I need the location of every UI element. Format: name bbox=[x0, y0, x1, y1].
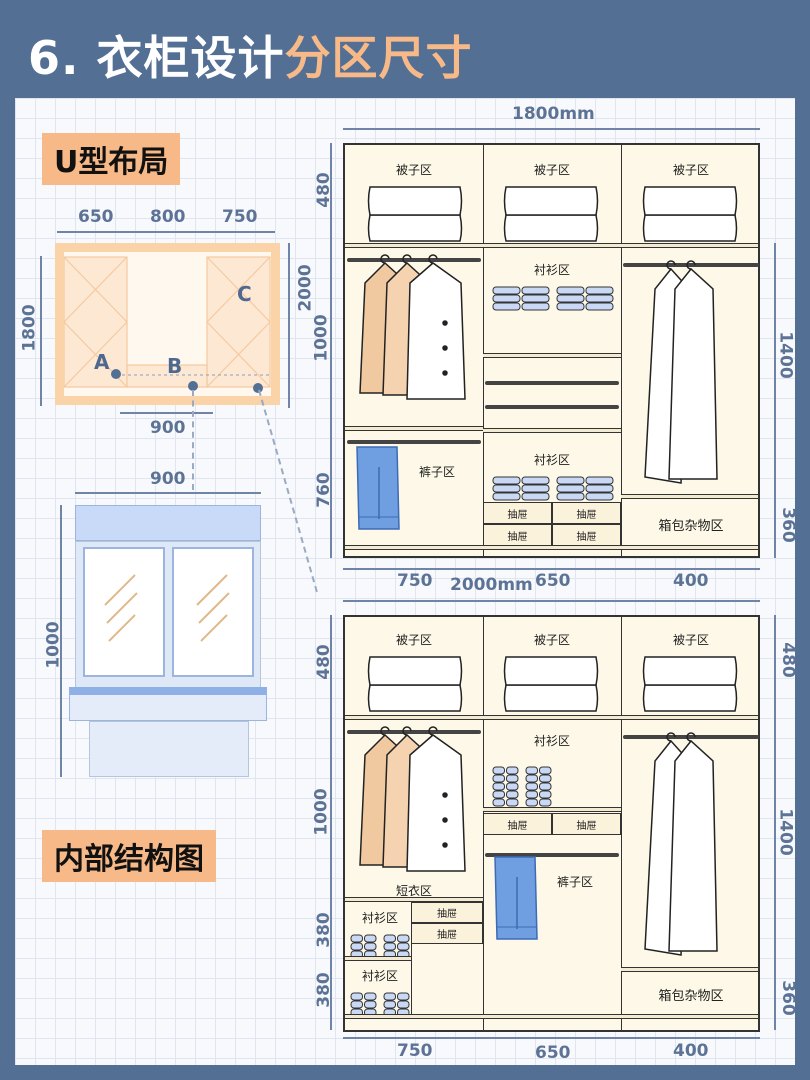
label-quilt: 被子区 bbox=[533, 163, 571, 177]
u-plan-drawing bbox=[64, 256, 271, 393]
w1-dim-480: 480 bbox=[313, 172, 334, 208]
dim-line bbox=[57, 231, 275, 233]
structure-tag: 内部结构图 bbox=[42, 830, 216, 882]
dim-line bbox=[40, 256, 42, 406]
dim-line bbox=[343, 1037, 760, 1039]
dim-line bbox=[774, 243, 776, 558]
dim-line bbox=[288, 243, 290, 408]
w1-dim-360: 360 bbox=[777, 507, 798, 543]
w1-width-dim: 1800mm bbox=[512, 104, 595, 124]
dim-line bbox=[774, 615, 776, 1030]
quilt-icon bbox=[367, 185, 463, 247]
long-coat-icon bbox=[641, 257, 731, 493]
drawer: 抽屉 bbox=[483, 502, 552, 524]
label-shirt: 衬衫区 bbox=[533, 263, 571, 277]
label-pants: 裤子区 bbox=[556, 875, 594, 889]
dim-line bbox=[343, 128, 760, 130]
w2-dim-480: 480 bbox=[777, 642, 798, 678]
window-width-dim: 900 bbox=[150, 469, 186, 489]
w1-total-dim: 2000mm bbox=[450, 575, 533, 595]
w2-col-750: 750 bbox=[397, 1041, 433, 1061]
dim-line bbox=[120, 412, 213, 414]
shirts-icon bbox=[491, 765, 615, 813]
label-shirt: 衬衫区 bbox=[533, 453, 571, 467]
dim-750: 750 bbox=[222, 207, 258, 227]
connector bbox=[192, 390, 194, 490]
pants-icon bbox=[491, 855, 541, 945]
window-drawing bbox=[69, 505, 267, 777]
shirts-icon bbox=[491, 475, 615, 507]
point-b: B bbox=[167, 354, 183, 378]
w1-col-650: 650 bbox=[535, 571, 571, 591]
label-bags: 箱包杂物区 bbox=[658, 989, 724, 1004]
label-quilt: 被子区 bbox=[395, 163, 433, 177]
shirts-icon bbox=[491, 285, 615, 317]
drawer: 抽屉 bbox=[552, 524, 621, 546]
w2-col-650: 650 bbox=[535, 1043, 571, 1063]
dim-800: 800 bbox=[150, 207, 186, 227]
w1-col-750: 750 bbox=[397, 571, 433, 591]
dim-650: 650 bbox=[78, 207, 114, 227]
wardrobe-1: 被子区 被子区 被子区 裤子区 衬衫区 衬衫区 抽屉 抽屉 抽屉 抽屉 箱包杂物… bbox=[343, 143, 760, 558]
w2-dim-1000: 1000 bbox=[311, 788, 332, 836]
dim-line bbox=[343, 568, 760, 570]
point-a: A bbox=[94, 350, 110, 374]
quilt-icon bbox=[503, 185, 599, 247]
quilt-icon bbox=[367, 655, 463, 717]
dim-line bbox=[75, 492, 261, 494]
dim-line bbox=[330, 143, 332, 558]
w2-col-400: 400 bbox=[673, 1041, 709, 1061]
w2-dim-380: 380 bbox=[313, 912, 334, 948]
drawer: 抽屉 bbox=[552, 813, 621, 835]
point-c: C bbox=[237, 282, 252, 306]
label-shirt: 衬衫区 bbox=[533, 734, 571, 748]
w1-dim-1400: 1400 bbox=[775, 331, 796, 379]
quilt-icon bbox=[642, 655, 738, 717]
window-height-dim: 1000 bbox=[43, 621, 64, 669]
u-layout-tag: U型布局 bbox=[42, 133, 181, 185]
dim-1800: 1800 bbox=[19, 304, 40, 352]
page-title: 6. 衣柜设计分区尺寸 bbox=[28, 22, 473, 88]
long-coat-icon bbox=[641, 729, 731, 965]
drawer: 抽屉 bbox=[411, 923, 483, 944]
w1-col-400: 400 bbox=[673, 571, 709, 591]
drawer: 抽屉 bbox=[552, 502, 621, 524]
dim-line bbox=[330, 615, 332, 1030]
w1-dim-760: 760 bbox=[313, 472, 334, 508]
label-short: 短衣区 bbox=[395, 884, 433, 898]
label-quilt: 被子区 bbox=[533, 633, 571, 647]
label-pants: 裤子区 bbox=[418, 465, 456, 479]
title-highlight: 分区尺寸 bbox=[284, 31, 473, 85]
w2-dim-1400: 1400 bbox=[775, 808, 796, 856]
label-bags: 箱包杂物区 bbox=[658, 519, 724, 534]
dim-900: 900 bbox=[150, 418, 186, 438]
dim-2000: 2000 bbox=[295, 264, 316, 312]
jackets-icon bbox=[355, 725, 475, 881]
label-quilt: 被子区 bbox=[672, 633, 710, 647]
title-main: 6. 衣柜设计 bbox=[28, 31, 285, 85]
w2-dim-360: 360 bbox=[777, 980, 798, 1016]
w2-dim-380: 380 bbox=[313, 972, 334, 1008]
label-quilt: 被子区 bbox=[672, 163, 710, 177]
drawer: 抽屉 bbox=[483, 524, 552, 546]
quilt-icon bbox=[642, 185, 738, 247]
label-shirt: 衬衫区 bbox=[361, 911, 399, 925]
label-shirt: 衬衫区 bbox=[361, 969, 399, 983]
jackets-icon bbox=[355, 253, 475, 409]
drawer: 抽屉 bbox=[483, 813, 552, 835]
w1-dim-1000: 1000 bbox=[311, 314, 332, 362]
quilt-icon bbox=[503, 655, 599, 717]
pants-icon bbox=[353, 445, 403, 535]
wardrobe-2: 被子区 被子区 被子区 短衣区 衬衫区 衬衫区 抽屉 抽屉 衬衫区 抽屉 抽屉 … bbox=[343, 615, 760, 1032]
drawer: 抽屉 bbox=[411, 902, 483, 923]
u-plan: A B C bbox=[55, 243, 280, 405]
label-quilt: 被子区 bbox=[395, 633, 433, 647]
dim-line bbox=[60, 505, 62, 777]
dim-line bbox=[343, 600, 760, 602]
w2-dim-480: 480 bbox=[313, 644, 334, 680]
